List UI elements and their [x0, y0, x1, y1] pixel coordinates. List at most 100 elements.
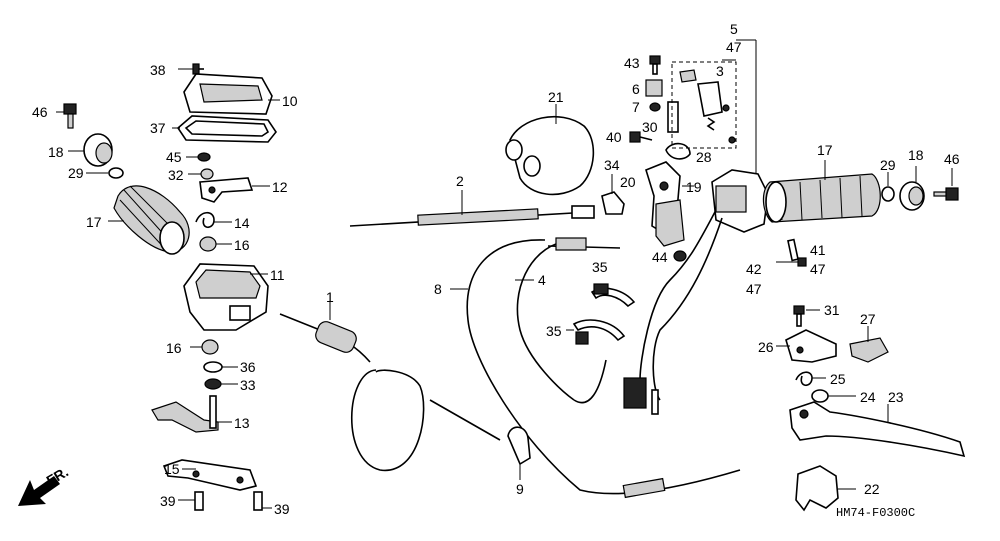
lever-bracket-26: [776, 329, 837, 363]
bolt-46-right: [933, 168, 959, 201]
label-16-top: 16: [234, 237, 250, 253]
spring-14: [195, 211, 232, 229]
housing-cover-10: [183, 73, 280, 115]
cap-27: [849, 326, 889, 363]
label-3: 3: [716, 63, 724, 79]
throttle-cable-1: [279, 294, 501, 471]
label-46-right: 46: [944, 151, 960, 167]
gasket-37: [172, 115, 277, 143]
cable-4: [515, 237, 621, 404]
label-40: 40: [606, 129, 622, 145]
label-16-bottom: 16: [166, 340, 182, 356]
label-13: 13: [234, 415, 250, 431]
label-28: 28: [696, 149, 712, 165]
label-23: 23: [888, 389, 904, 405]
washer-33: [204, 378, 238, 390]
wire-band-35-upper: [590, 283, 636, 308]
label-39-left: 39: [160, 493, 176, 509]
throttle-lever-13: [151, 395, 232, 433]
screw-38: [178, 63, 204, 75]
throttle-housing-11: [183, 263, 269, 331]
cover-21: [505, 104, 595, 196]
label-46-left: 46: [32, 104, 48, 120]
switch-housing-5: [623, 169, 769, 415]
label-12: 12: [272, 179, 288, 195]
lever-23: [789, 401, 966, 458]
label-47-low: 47: [746, 281, 762, 297]
washer-36: [203, 361, 238, 373]
label-29-right: 29: [880, 157, 896, 173]
label-30: 30: [642, 119, 658, 135]
label-43: 43: [624, 55, 640, 71]
label-19: 19: [686, 179, 702, 195]
label-35-lower: 35: [546, 323, 562, 339]
grip-end-18-left: [68, 133, 113, 167]
diagram-code: HM74-F0300C: [836, 506, 915, 520]
holder-22: [795, 465, 856, 512]
label-5: 5: [730, 21, 738, 37]
label-4: 4: [538, 272, 546, 288]
relay-6: [645, 79, 663, 97]
bolt-39-right: [253, 491, 272, 511]
clip-28: [665, 142, 691, 160]
screw-41: [787, 238, 799, 262]
label-18-right: 18: [908, 147, 924, 163]
label-33: 33: [240, 377, 256, 393]
bracket-19: [655, 185, 694, 247]
plate-15: [162, 459, 258, 491]
washer-7: [649, 102, 661, 112]
label-18-left: 18: [48, 144, 64, 160]
label-22: 22: [864, 481, 880, 497]
label-47-top: 47: [726, 39, 742, 55]
spring-25: [795, 371, 826, 387]
clamp-9: [507, 426, 531, 480]
screw-43: [649, 55, 661, 75]
label-31: 31: [824, 302, 840, 318]
label-17-left: 17: [86, 214, 102, 230]
grip-end-18-right: [899, 166, 925, 211]
label-25: 25: [830, 371, 846, 387]
nut-32: [188, 168, 214, 180]
label-17-right: 17: [817, 142, 833, 158]
label-47-mid: 47: [810, 261, 826, 277]
wire-band-35-lower: [566, 319, 626, 345]
label-1: 1: [326, 289, 334, 305]
bolt-39-left: [178, 491, 204, 511]
arm-12: [199, 177, 270, 203]
label-32: 32: [168, 167, 184, 183]
grip-17-left: [108, 185, 190, 255]
grip-17-right: [762, 160, 881, 223]
screw-31: [793, 305, 820, 327]
collar-24: [811, 389, 856, 403]
label-24: 24: [860, 389, 876, 405]
bracket-34: [601, 174, 625, 215]
label-9: 9: [516, 481, 524, 497]
nut-44: [673, 250, 687, 262]
label-38: 38: [150, 62, 166, 78]
label-6: 6: [632, 81, 640, 97]
switch-set-3: [671, 39, 757, 180]
label-44: 44: [652, 249, 668, 265]
label-27: 27: [860, 311, 876, 327]
label-7: 7: [632, 99, 640, 115]
label-11: 11: [270, 267, 285, 283]
cable-2: [349, 190, 595, 227]
label-20: 20: [620, 174, 636, 190]
label-8: 8: [434, 281, 442, 297]
label-42: 42: [746, 261, 762, 277]
bolt-46-left: [56, 103, 77, 129]
label-39-right: 39: [274, 501, 290, 517]
label-15: 15: [164, 461, 180, 477]
front-arrow-icon: [18, 476, 60, 506]
label-41: 41: [810, 242, 826, 258]
washer-45: [186, 152, 211, 162]
label-14: 14: [234, 215, 250, 231]
label-2: 2: [456, 173, 464, 189]
label-29-left: 29: [68, 165, 84, 181]
label-36: 36: [240, 359, 256, 375]
label-10: 10: [282, 93, 298, 109]
spacer-29-left: [86, 167, 124, 179]
cable-8: [450, 239, 741, 499]
bolt-30: [667, 101, 679, 133]
